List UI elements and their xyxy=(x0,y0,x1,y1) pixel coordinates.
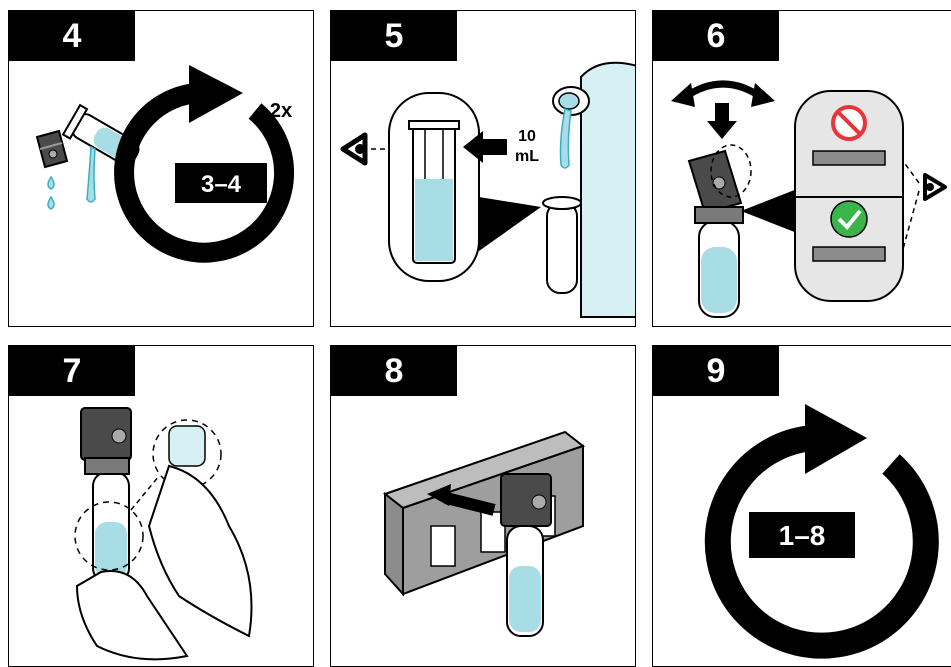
repeat-label: 1–8 xyxy=(779,520,826,551)
vial-icon xyxy=(543,197,581,293)
vial-cap-icon xyxy=(37,131,67,167)
zoom-pointer xyxy=(479,197,541,251)
step-6-panel: 6 xyxy=(652,10,951,327)
vial-icon xyxy=(689,151,743,317)
pour-stream xyxy=(561,109,572,168)
check-icon xyxy=(831,201,867,237)
step-6-illustration xyxy=(653,11,951,327)
step-7-illustration xyxy=(9,346,314,667)
step-9-illustration: 1–8 xyxy=(653,346,951,667)
step-8-panel: 8 xyxy=(330,345,636,667)
eye-icon xyxy=(925,175,945,199)
volume-unit: mL xyxy=(515,148,539,165)
volume-value: 10 xyxy=(518,128,536,145)
zoom-pointer xyxy=(741,189,797,233)
step-7-panel: 7 xyxy=(8,345,314,667)
prohibited-icon xyxy=(833,107,865,139)
sight-line xyxy=(903,191,919,249)
step-5-illustration: 10 mL xyxy=(331,11,636,327)
sight-line xyxy=(903,161,919,183)
step-4-illustration: 3–4 2x xyxy=(9,11,314,327)
repeat-label: 3–4 xyxy=(201,171,242,198)
vial-icon xyxy=(501,474,551,636)
pour-stream xyxy=(87,147,95,202)
eye-icon xyxy=(343,135,365,163)
count-label: 2x xyxy=(270,100,292,122)
drop-icon xyxy=(48,197,54,209)
rotate-arrow-icon xyxy=(124,65,284,253)
tissue-icon xyxy=(149,466,252,636)
arrow-icon xyxy=(707,103,737,139)
step-9-panel: 9 1–8 xyxy=(652,345,951,667)
vial-icon xyxy=(409,121,459,263)
tissue-icon xyxy=(77,571,187,659)
vial-icon xyxy=(81,408,131,582)
drop-icon xyxy=(48,177,54,189)
step-4-panel: 4 3–4 2x xyxy=(8,10,314,327)
step-8-illustration xyxy=(331,346,636,667)
step-5-panel: 5 10 mL xyxy=(330,10,636,327)
